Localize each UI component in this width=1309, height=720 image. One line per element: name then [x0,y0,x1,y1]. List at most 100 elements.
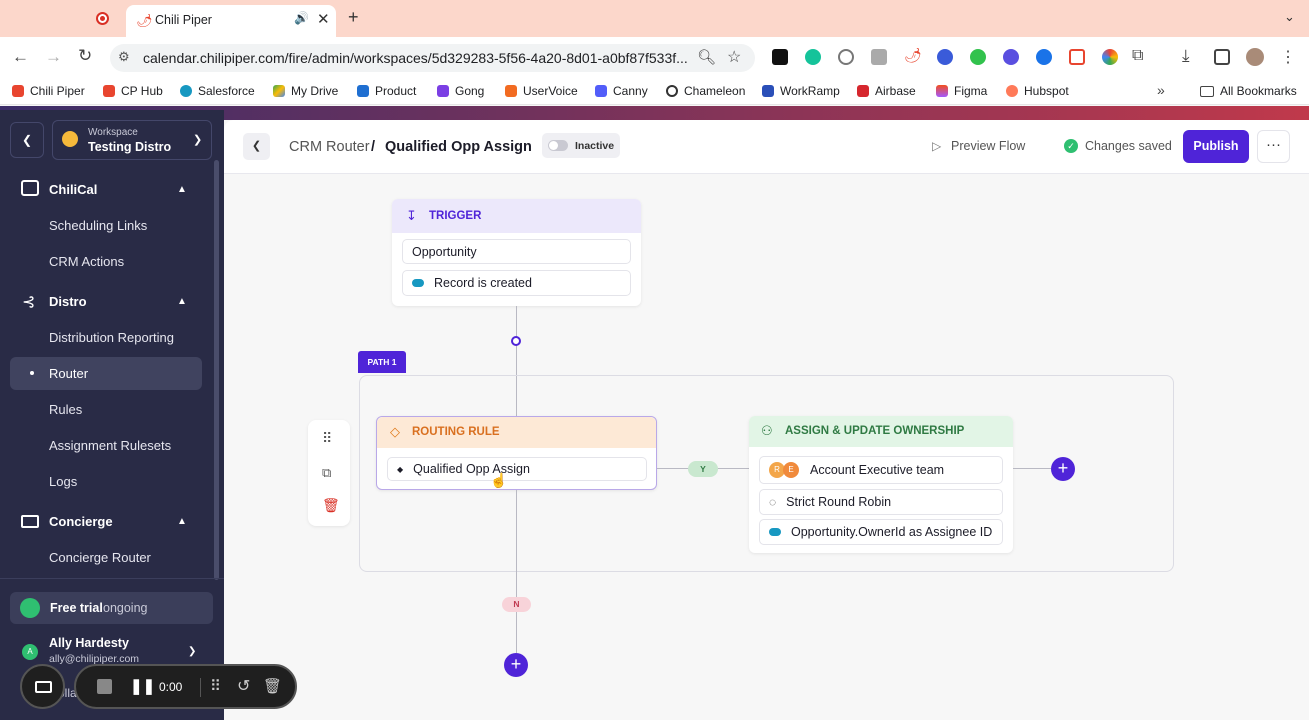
nav-item-assignment-rulesets[interactable]: Assignment Rulesets [49,438,172,453]
close-tab-icon[interactable]: ✕ [317,11,330,28]
grammarly-icon[interactable] [805,49,821,65]
bookmark-chili-piper[interactable]: Chili Piper [12,84,85,98]
record-icon[interactable] [96,12,109,25]
nav-item-router-active[interactable]: Router [10,357,202,390]
nav-item-logs[interactable]: Logs [49,474,78,489]
restart-icon[interactable]: ↺ [237,678,251,695]
extension-icon[interactable] [1102,49,1118,65]
url-text[interactable]: calendar.chilipiper.com/fire/admin/works… [143,50,688,66]
add-step-button[interactable]: + [1051,457,1075,481]
extension-icon[interactable] [838,49,854,65]
bookmark-workramp[interactable]: WorkRamp [762,84,840,98]
chevron-up-icon[interactable]: ▲ [177,296,187,307]
pause-icon[interactable]: ❚❚ [130,678,156,695]
toggle-switch[interactable] [548,140,568,151]
nav-section-chilical[interactable]: ChiliCal [49,182,98,197]
tab-search-icon[interactable]: ⌄ [1284,9,1295,24]
site-info-icon[interactable]: ⚙ [118,49,130,64]
bookmark-salesforce[interactable]: Salesforce [180,84,255,98]
workspace-switcher[interactable]: Workspace Testing Distro ❯ [52,120,212,160]
duplicate-icon[interactable]: ⧉ [322,465,332,480]
nav-item-rules[interactable]: Rules [49,402,83,417]
extension-icon[interactable] [1003,49,1019,65]
bookmark-uservoice[interactable]: UserVoice [505,84,578,98]
connector-node[interactable] [511,336,521,346]
bookmark-product[interactable]: Product [357,84,416,98]
breadcrumb-parent[interactable]: CRM Router [289,139,370,155]
assign-field[interactable]: Opportunity.OwnerId as Assignee ID [759,519,1003,545]
assign-method[interactable]: ◌ Strict Round Robin [759,489,1003,515]
bookmark-cp-hub[interactable]: CP Hub [103,84,163,98]
publish-button[interactable]: Publish [1183,130,1249,163]
user-email: ally@chilipiper.com [49,653,140,665]
play-icon[interactable]: ▷ [932,139,942,153]
chevron-up-icon[interactable]: ▲ [177,184,187,195]
zoominfo-icon[interactable] [937,49,953,65]
trigger-event[interactable]: Record is created [402,270,631,296]
trigger-object[interactable]: Opportunity [402,239,631,264]
all-bookmarks[interactable]: All Bookmarks [1200,84,1297,98]
side-panel-icon[interactable] [1214,49,1230,65]
more-options-button[interactable]: ··· [1257,130,1290,163]
free-trial-banner[interactable]: Free trial ongoing [10,592,213,624]
omnibox[interactable]: ⚙ calendar.chilipiper.com/fire/admin/wor… [110,44,755,72]
nav-item-crm-actions[interactable]: CRM Actions [49,254,125,269]
path-label[interactable]: PATH 1 [358,351,406,373]
stop-icon[interactable] [97,679,112,694]
delete-icon[interactable]: 🗑︎ [322,497,340,513]
sidebar-scrollbar[interactable] [214,160,219,580]
routing-rule-title: ROUTING RULE [412,426,500,438]
forward-icon[interactable]: → [45,47,62,66]
assign-ownership-node[interactable]: ⚇ ASSIGN & UPDATE OWNERSHIP R E Account … [749,416,1013,553]
bookmark-figma[interactable]: Figma [936,84,987,98]
extension-icon[interactable] [970,49,986,65]
extensions-puzzle-icon[interactable]: ⧉ [1132,47,1144,64]
assign-header: ⚇ ASSIGN & UPDATE OWNERSHIP [749,416,1013,447]
trigger-node[interactable]: ↧ TRIGGER Opportunity Record is created [392,199,641,306]
browser-tab[interactable]: 🌶 Chili Piper 🔊 ✕ [126,5,336,37]
recorder-camera-button[interactable] [20,664,65,709]
extension-icon[interactable] [772,49,788,65]
workspace-emoji-icon [62,131,78,147]
routing-rule-item[interactable]: ◆ Qualified Opp Assign [387,457,647,481]
download-icon[interactable]: ⤓ [1182,46,1190,65]
bookmark-my-drive[interactable]: My Drive [273,84,338,98]
nav-section-distro[interactable]: Distro [49,294,87,309]
bookmark-hubspot[interactable]: Hubspot [1006,84,1069,98]
bookmark-canny[interactable]: Canny [595,84,648,98]
chili-piper-extension-icon[interactable]: 🌶 [904,47,922,63]
profile-avatar[interactable] [1246,48,1264,66]
grid-icon[interactable]: ⠿ [210,678,221,695]
add-step-button[interactable]: + [504,653,528,677]
menu-kebab-icon[interactable]: ⋮ [1280,49,1296,66]
chevron-up-icon[interactable]: ▲ [177,516,187,527]
new-tab-icon[interactable]: + [348,7,359,27]
extension-icon[interactable] [1069,49,1085,65]
user-menu[interactable]: A Ally Hardesty ally@chilipiper.com ❯ [10,632,213,670]
routing-rule-node[interactable]: ◇ ROUTING RULE ◆ Qualified Opp Assign [376,416,657,490]
drag-handle-icon[interactable]: ⠿ [322,430,333,446]
back-icon[interactable]: ← [12,47,29,66]
extension-icon[interactable] [1036,49,1052,65]
nav-item-scheduling-links[interactable]: Scheduling Links [49,218,148,233]
nav-section-concierge[interactable]: Concierge [49,514,113,529]
bookmark-airbase[interactable]: Airbase [857,84,916,98]
trash-icon[interactable]: 🗑︎ [263,678,283,695]
nav-item-distribution-reporting[interactable]: Distribution Reporting [49,330,175,345]
collapse-sidebar-button[interactable]: ❮ [10,122,44,158]
speaker-icon[interactable]: 🔊 [294,11,309,25]
more-bookmarks-icon[interactable]: » [1157,82,1165,98]
round-robin-icon: ◌ [769,495,777,509]
preview-flow-button[interactable]: Preview Flow [951,139,1026,153]
reload-icon[interactable]: ↻ [78,46,93,65]
extension-icon[interactable] [871,49,887,65]
nav-item-concierge-router[interactable]: Concierge Router [49,550,151,565]
bookmark-star-icon[interactable]: ☆ [727,49,742,66]
zoom-icon[interactable]: 🔍︎ [697,49,717,66]
assign-team[interactable]: R E Account Executive team [759,456,1003,484]
bookmark-chameleon[interactable]: Chameleon [666,84,745,98]
back-button[interactable]: ❮ [243,133,270,160]
chevron-right-icon: ❯ [193,134,203,146]
status-toggle[interactable]: Inactive [542,133,620,158]
bookmark-gong[interactable]: Gong [437,84,484,98]
